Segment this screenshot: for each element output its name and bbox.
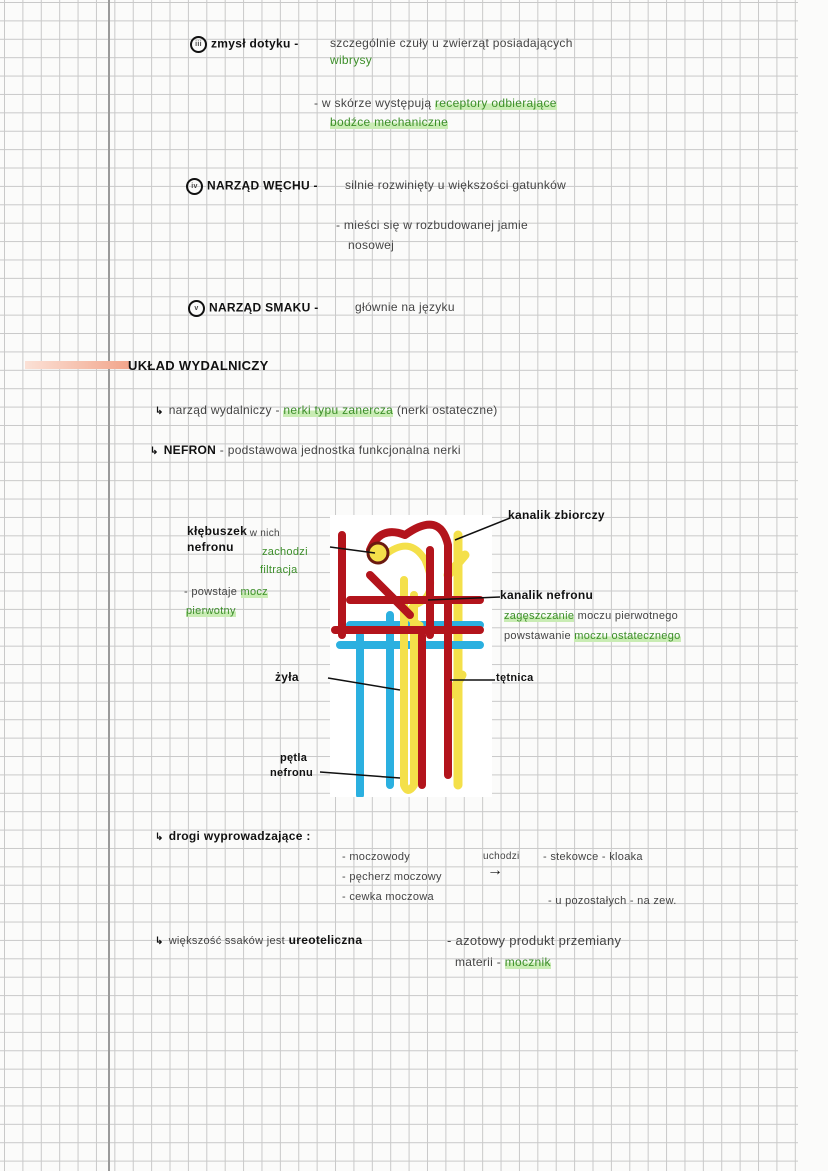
section-highlight: [25, 361, 130, 369]
label-primary-urine: - powstaje mocz: [184, 586, 268, 598]
nephron-label: NEFRON: [163, 443, 217, 457]
touch-heading: iii zmysł dotyku -: [190, 36, 299, 53]
taste-heading: v NARZĄD SMAKU -: [188, 300, 319, 317]
label-primary-urine-2: pierwotny: [186, 605, 236, 617]
touch-title: zmysł dotyku -: [211, 36, 299, 51]
label-vein: żyła: [275, 670, 299, 684]
label-filtration-1: - w nich: [243, 528, 280, 539]
nephron-diagram: [330, 515, 492, 797]
smell-heading: iv NARZĄD WĘCHU -: [186, 178, 318, 195]
exits-label: uchodzi: [483, 851, 520, 862]
ducts-title: drogi wyprowadzające :: [168, 829, 311, 843]
touch-desc: szczególnie czuły u zwierząt posiadający…: [330, 36, 573, 50]
smell-desc3: nosowej: [348, 238, 395, 252]
taste-title: NARZĄD SMAKU -: [209, 300, 319, 315]
arrow-right-icon: →: [487, 862, 504, 879]
duct-item: - moczowody: [342, 851, 411, 863]
arrow-bullet-icon: ↳: [155, 406, 164, 417]
label-filtration-3: filtracja: [260, 564, 298, 576]
organ-note: (nerki ostateczne): [396, 403, 498, 417]
urea-bold: ureoteliczna: [288, 933, 363, 947]
label-glomerulus-2: nefronu: [187, 540, 234, 554]
number-badge: v: [188, 300, 205, 317]
smell-desc2: - mieści się w rozbudowanej jamie: [336, 218, 528, 232]
label-tubule: kanalik nefronu: [500, 588, 594, 602]
primary-text: - powstaje: [184, 586, 238, 598]
touch-stimuli: bodźce mechaniczne: [330, 115, 449, 129]
nephron-loop: [400, 576, 418, 794]
ducts-heading: ↳ drogi wyprowadzające :: [155, 829, 311, 843]
final-rest: moczu ostatecznego: [574, 630, 681, 642]
organ-line: ↳ narząd wydalniczy - nerki typu zanercza…: [155, 403, 498, 417]
number-badge: iv: [186, 178, 203, 195]
smell-title: NARZĄD WĘCHU -: [207, 178, 318, 193]
urea-matter: materii -: [455, 955, 502, 969]
duct-item: - cewka moczowa: [342, 891, 434, 903]
label-loop-2: nefronu: [270, 767, 314, 779]
nephron-line: ↳ NEFRON - podstawowa jednostka funkcjona…: [150, 443, 461, 457]
label-concentration: zagęszczanie moczu pierwotnego: [504, 610, 678, 622]
number-badge: iii: [190, 36, 207, 53]
notebook-margin-line: [108, 0, 110, 1171]
label-filtration-2: zachodzi: [262, 546, 308, 558]
label-collecting-duct: kanalik zbiorczy: [508, 508, 605, 522]
arrow-bullet-icon: ↳: [155, 936, 164, 947]
nephron-desc: - podstawowa jednostka funkcjonalna nerk…: [219, 443, 461, 457]
monotremes-text: - stekowce - kloaka: [543, 851, 643, 863]
touch-receptors: receptory odbierające: [435, 96, 557, 110]
organ-label: narząd wydalniczy -: [168, 403, 280, 417]
duct-item: - pęcherz moczowy: [342, 871, 442, 883]
primary-mocz: mocz: [240, 586, 268, 598]
label-glomerulus: kłębuszek: [187, 524, 248, 538]
touch-skin: - w skórze występują receptory odbierają…: [314, 96, 557, 110]
urea-text: większość ssaków jest: [168, 935, 286, 947]
organ-value: nerki typu zanercza: [283, 403, 394, 417]
urea-desc: - azotowy produkt przemiany: [447, 933, 622, 948]
concentration-text: zagęszczanie: [504, 610, 575, 622]
concentration-rest: moczu pierwotnego: [577, 610, 679, 622]
touch-desc-green: wibrysy: [330, 53, 373, 67]
glomerulus: [366, 541, 390, 565]
others-text: - u pozostałych - na zew.: [548, 895, 677, 907]
smell-desc: silnie rozwinięty u większości gatunków: [345, 178, 567, 192]
taste-desc: głównie na języku: [355, 300, 455, 314]
touch-skin-text: - w skórze występują: [314, 96, 432, 110]
label-final-urine: powstawanie moczu ostatecznego: [504, 630, 681, 642]
final-text: powstawanie: [504, 630, 571, 642]
arrow-bullet-icon: ↳: [155, 832, 164, 843]
section-title: UKŁAD WYDALNICZY: [128, 358, 269, 373]
urea-desc2: materii - mocznik: [455, 955, 551, 969]
page-edge: [798, 0, 828, 1171]
urea-line: ↳ większość ssaków jest ureoteliczna: [155, 933, 362, 947]
label-loop: pętla: [280, 752, 308, 764]
urea-urea: mocznik: [504, 955, 551, 969]
arrow-bullet-icon: ↳: [150, 446, 159, 457]
label-artery: tętnica: [496, 672, 534, 684]
